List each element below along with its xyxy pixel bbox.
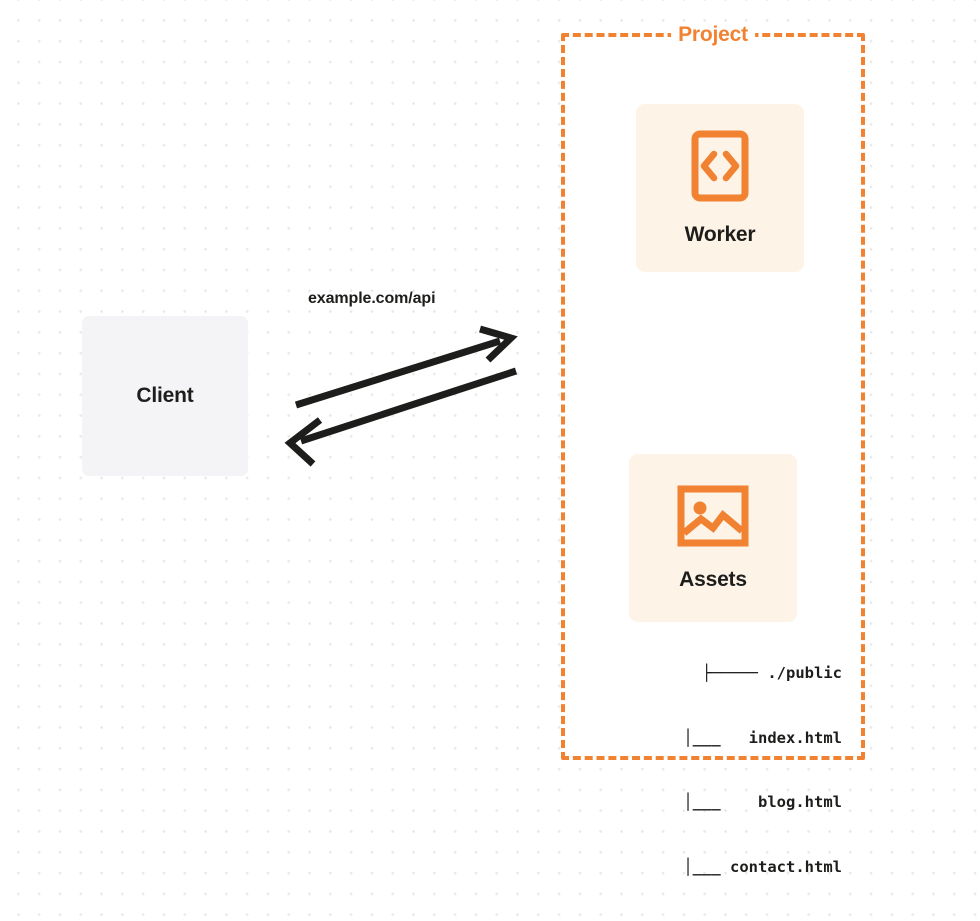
file-tree-row: │___ index.html <box>664 728 842 747</box>
file-tree-row: │___ blog.html <box>664 793 842 811</box>
assets-file-tree: ├───── ./public │___ index.html │___ blo… <box>597 620 842 921</box>
code-icon <box>691 130 749 207</box>
worker-card[interactable]: Worker <box>636 104 804 272</box>
worker-label: Worker <box>684 222 756 246</box>
response-arrow <box>284 367 518 467</box>
file-tree-row: │___ contact.html <box>664 857 842 876</box>
client-label: Client <box>136 384 194 407</box>
project-container: Project Worker Assets ├───── ./public │_… <box>561 23 865 876</box>
image-icon <box>677 485 749 552</box>
assets-card[interactable]: Assets <box>629 454 797 622</box>
client-node[interactable]: Client <box>82 316 248 476</box>
request-arrow <box>294 325 518 409</box>
project-title: Project <box>671 23 755 47</box>
request-url-label: example.com/api <box>308 290 436 307</box>
file-tree-row: ├───── ./public <box>702 664 842 682</box>
assets-label: Assets <box>679 567 747 591</box>
